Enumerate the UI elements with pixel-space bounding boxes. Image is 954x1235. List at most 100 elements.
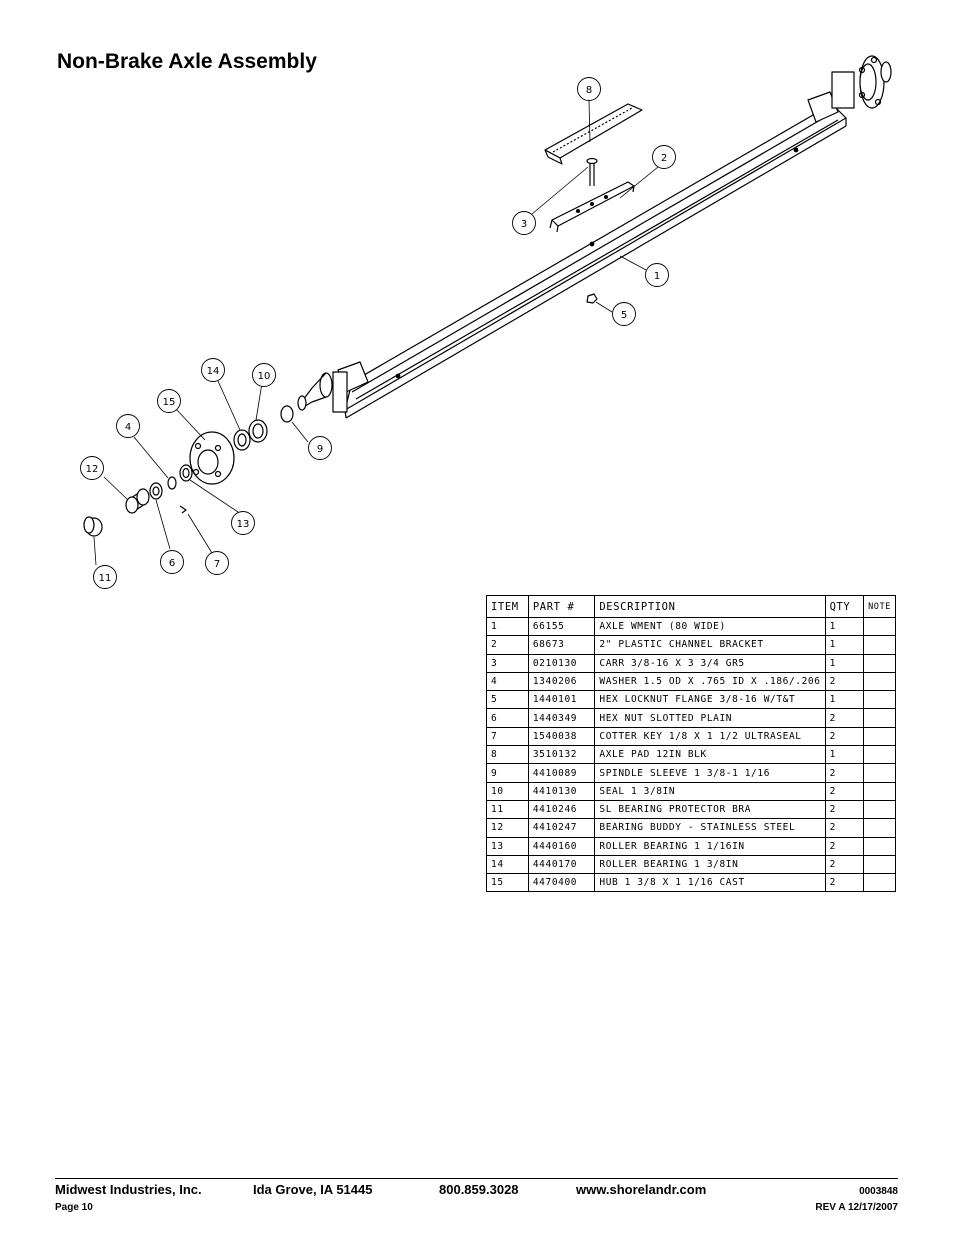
- svg-text:15: 15: [163, 397, 176, 408]
- washer: [167, 476, 177, 490]
- svg-text:2: 2: [661, 153, 667, 164]
- cell-qty: 2: [824, 671, 865, 692]
- right-hub-assembly: [807, 55, 892, 123]
- cell-qty: 2: [824, 818, 865, 838]
- header-note: NOTE: [863, 595, 896, 618]
- cell-item: 6: [486, 708, 529, 728]
- cell-note: [863, 616, 896, 637]
- cell-description: WASHER 1.5 OD X .765 ID X .186/.206: [594, 671, 826, 692]
- footer-phone: 800.859.3028: [439, 1182, 519, 1197]
- cell-note: [863, 745, 896, 765]
- table-header-row: ITEM PART # DESCRIPTION QTY NOTE: [486, 595, 896, 618]
- cell-description: CARR 3/8-16 X 3 3/4 GR5: [594, 653, 826, 673]
- cell-qty: 2: [824, 781, 865, 801]
- cell-note: [863, 799, 896, 820]
- cell-item: 13: [486, 836, 529, 856]
- footer-location: Ida Grove, IA 51445: [253, 1182, 373, 1197]
- cell-description: HEX LOCKNUT FLANGE 3/8-16 W/T&T: [594, 690, 826, 710]
- cell-item: 9: [486, 763, 529, 783]
- callout-1: 1: [645, 263, 669, 287]
- cell-part: 4410089: [527, 763, 596, 783]
- callout-10: 10: [252, 363, 276, 387]
- cell-qty: 2: [824, 836, 865, 856]
- svg-text:7: 7: [214, 559, 220, 570]
- cell-qty: 2: [824, 708, 865, 728]
- cell-item: 11: [486, 799, 529, 820]
- callout-2: 2: [652, 145, 676, 169]
- cell-item: 5: [486, 690, 529, 710]
- cell-description: SPINDLE SLEEVE 1 3/8-1 1/16: [594, 763, 826, 783]
- cell-qty: 2: [824, 799, 865, 820]
- svg-text:4: 4: [125, 422, 131, 433]
- cell-qty: 1: [824, 745, 865, 765]
- cell-item: 4: [486, 671, 529, 692]
- svg-text:12: 12: [86, 464, 99, 475]
- svg-text:3: 3: [521, 219, 527, 230]
- callout-14: 14: [201, 358, 225, 382]
- cell-qty: 2: [824, 873, 865, 893]
- cell-description: SEAL 1 3/8IN: [594, 781, 826, 801]
- cell-description: AXLE PAD 12IN BLK: [594, 745, 826, 765]
- roller-bearing-large: [233, 429, 251, 451]
- page-title: Non-Brake Axle Assembly: [57, 50, 317, 73]
- axle-tube: [344, 103, 847, 419]
- cell-part: 4440160: [527, 836, 596, 856]
- callout-11: 11: [93, 565, 117, 589]
- cell-item: 14: [486, 854, 529, 875]
- cell-note: [863, 836, 896, 856]
- cell-part: 4410246: [527, 799, 596, 820]
- bearing-buddy: [125, 488, 150, 514]
- footer-company: Midwest Industries, Inc.: [55, 1182, 202, 1197]
- seal: [248, 419, 268, 443]
- cell-part: 3510132: [527, 745, 596, 765]
- footer-revision: REV A 12/17/2007: [815, 1202, 898, 1213]
- callout-9: 9: [308, 436, 332, 460]
- callout-3: 3: [512, 211, 536, 235]
- left-spindle: [297, 361, 369, 413]
- cell-item: 8: [486, 745, 529, 765]
- cell-item: 12: [486, 818, 529, 838]
- cell-item: 2: [486, 635, 529, 655]
- cell-description: HEX NUT SLOTTED PLAIN: [594, 708, 826, 728]
- cell-note: [863, 781, 896, 801]
- footer-doc-number: 0003848: [859, 1186, 898, 1197]
- cell-description: BEARING BUDDY - STAINLESS STEEL: [594, 818, 826, 838]
- cell-description: HUB 1 3/8 X 1 1/16 CAST: [594, 873, 826, 893]
- cell-note: [863, 671, 896, 692]
- cell-part: 4410130: [527, 781, 596, 801]
- cell-qty: 1: [824, 653, 865, 673]
- cell-note: [863, 763, 896, 783]
- svg-text:9: 9: [317, 444, 323, 455]
- svg-text:14: 14: [207, 366, 220, 377]
- cell-part: 4410247: [527, 818, 596, 838]
- cell-part: 68673: [527, 635, 596, 655]
- axle-pad: [544, 103, 643, 165]
- roller-bearing-small: [179, 464, 193, 482]
- cell-note: [863, 635, 896, 655]
- cell-qty: 1: [824, 690, 865, 710]
- cell-qty: 2: [824, 854, 865, 875]
- header-description: DESCRIPTION: [594, 595, 826, 618]
- cell-part: 1340206: [527, 671, 596, 692]
- cell-description: 2" PLASTIC CHANNEL BRACKET: [594, 635, 826, 655]
- cell-part: 4440170: [527, 854, 596, 875]
- cell-part: 0210130: [527, 653, 596, 673]
- cell-item: 10: [486, 781, 529, 801]
- svg-text:11: 11: [99, 573, 112, 584]
- svg-text:6: 6: [169, 558, 175, 569]
- cell-note: [863, 873, 896, 893]
- svg-text:1: 1: [654, 271, 660, 282]
- cell-qty: 2: [824, 726, 865, 747]
- cell-part: 1540038: [527, 726, 596, 747]
- footer-website: www.shorelandr.com: [576, 1182, 707, 1197]
- svg-text:5: 5: [621, 310, 627, 321]
- callout-8: 8: [577, 77, 601, 101]
